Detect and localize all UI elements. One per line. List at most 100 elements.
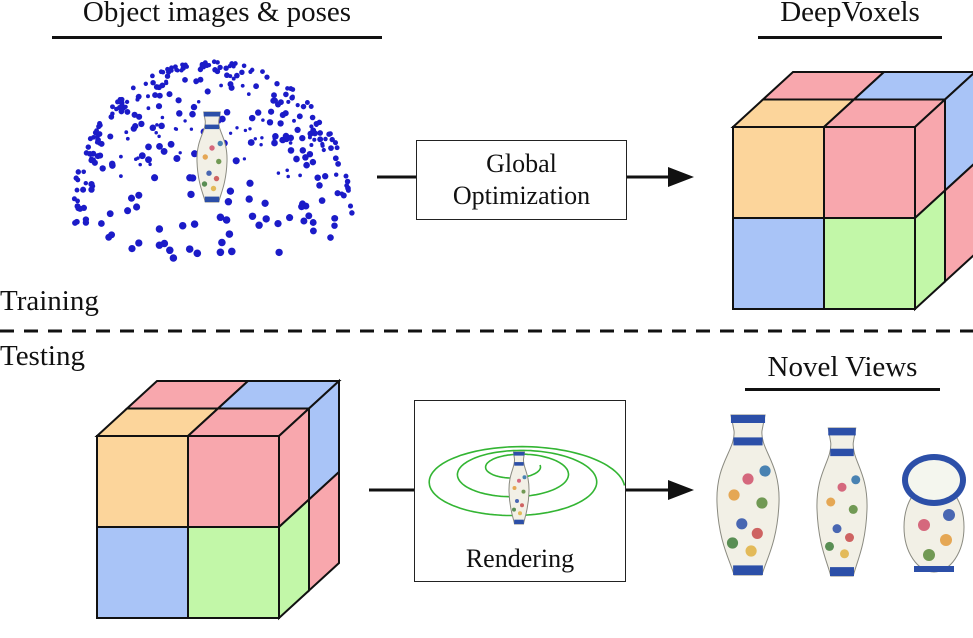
camera-pose-dot: [226, 187, 235, 195]
camera-pose-dot: [108, 114, 115, 120]
render-vase-motif: [520, 503, 524, 508]
camera-pose-dot: [135, 239, 143, 247]
training-vase-motif: [217, 140, 223, 147]
rendering-label: Rendering: [465, 544, 575, 573]
novel-vase-3-motif: [940, 534, 952, 546]
camera-pose-dot: [299, 147, 307, 154]
novel-vase-2-motif: [825, 541, 834, 551]
camera-pose-dot: [71, 196, 77, 202]
camera-pose-dot: [246, 179, 254, 187]
camera-pose-dot: [175, 97, 182, 104]
camera-pose-dot: [279, 111, 286, 119]
camera-pose-dot: [219, 115, 226, 123]
cube-face-front-bottom-right: [187, 526, 280, 619]
camera-pose-dot: [223, 109, 231, 116]
cube-face-front-bottom-left: [732, 217, 825, 310]
camera-pose-dot: [196, 100, 201, 104]
camera-pose-dot: [74, 187, 80, 193]
camera-pose-dot: [182, 77, 188, 83]
camera-pose-dot: [110, 104, 115, 110]
camera-pose-dot: [264, 74, 270, 80]
camera-pose-dot: [146, 106, 151, 111]
camera-pose-dot: [190, 220, 199, 228]
camera-pose-dot: [340, 192, 347, 199]
camera-pose-dot: [83, 180, 89, 186]
novel-view-vase-3: [902, 454, 966, 573]
camera-pose-dot: [87, 151, 93, 157]
camera-pose-dot: [204, 88, 211, 95]
deepvoxels-cube: [730, 71, 973, 312]
camera-pose-dot: [307, 135, 312, 140]
camera-pose-dot: [173, 154, 181, 163]
camera-pose-dot: [94, 140, 100, 145]
camera-pose-dot: [155, 241, 164, 249]
novel-vase-2-motif: [848, 504, 858, 514]
camera-pose-dot: [274, 219, 282, 228]
camera-pose-dot: [288, 141, 293, 145]
camera-pose-dot: [189, 174, 197, 182]
camera-pose-dot: [248, 127, 252, 131]
camera-pose-dot: [240, 83, 245, 88]
training-label: Training: [0, 285, 99, 317]
novel-vase-3-motif: [923, 549, 935, 561]
render-vase-motif: [512, 486, 517, 490]
camera-pose-dot: [108, 160, 116, 168]
camera-pose-dot: [231, 76, 236, 81]
cube-face-side-bottom-back: [944, 163, 973, 284]
camera-pose-dot: [155, 225, 164, 233]
render-vase-motif: [521, 489, 526, 494]
title-underline-left: [52, 36, 382, 39]
camera-pose-dot: [349, 210, 355, 216]
camera-pose-dot: [245, 195, 253, 203]
camera-pose-dot: [194, 80, 198, 85]
camera-pose-dot: [149, 124, 157, 132]
camera-pose-dot: [274, 81, 280, 87]
camera-pose-dot: [223, 65, 229, 71]
title-underline-novel: [745, 388, 940, 391]
camera-pose-dot: [184, 64, 189, 69]
camera-pose-dot: [178, 151, 182, 155]
novel-vase-1-motif: [756, 497, 768, 509]
training-vase-motif: [210, 185, 217, 192]
global-optimization-box: Global Optimization: [416, 140, 627, 220]
camera-pose-dot: [232, 157, 240, 165]
camera-pose-dot: [155, 103, 163, 110]
novel-view-vase-1: [716, 414, 780, 576]
camera-pose-dot: [154, 131, 158, 135]
arrow-head-bottom: [668, 480, 694, 500]
training-vase-foot-band: [204, 196, 220, 202]
global-optimization-line-2: Optimization: [452, 181, 591, 210]
camera-pose-dot: [215, 69, 220, 74]
camera-pose-dot: [124, 108, 131, 115]
camera-pose-dot: [151, 174, 159, 182]
camera-pose-dot: [127, 194, 136, 202]
camera-pose-dot: [96, 123, 102, 130]
camera-pose-dot: [266, 119, 274, 126]
camera-pose-dot: [310, 127, 317, 134]
camera-trajectory-spiral: [428, 445, 626, 517]
camera-pose-dot: [312, 137, 317, 142]
camera-pose-dot: [166, 91, 173, 98]
render-vase-neck-band: [514, 462, 524, 466]
novel-vase-1-motif: [726, 537, 739, 549]
camera-pose-dot: [123, 104, 128, 109]
camera-pose-dot: [292, 118, 296, 123]
camera-pose-dot: [262, 215, 270, 223]
spiral-path: [428, 445, 626, 517]
camera-pose-dot: [165, 66, 170, 72]
camera-pose-dot: [344, 178, 351, 185]
camera-pose-dot: [255, 221, 263, 229]
novel-vase-3-foot-band: [914, 566, 954, 572]
camera-pose-dot: [300, 103, 307, 110]
camera-pose-dot: [107, 133, 114, 140]
camera-pose-dot: [233, 61, 238, 66]
camera-pose-dot: [158, 122, 165, 130]
camera-pose-dot: [227, 81, 234, 88]
training-vase-rim-band: [203, 112, 221, 117]
camera-pose-dot: [279, 138, 283, 143]
novel-vase-1-motif: [745, 545, 757, 557]
camera-pose-dot: [347, 203, 354, 209]
camera-pose-dot: [160, 115, 165, 120]
camera-pose-dot: [138, 162, 142, 167]
camera-pose-dot: [155, 123, 159, 127]
